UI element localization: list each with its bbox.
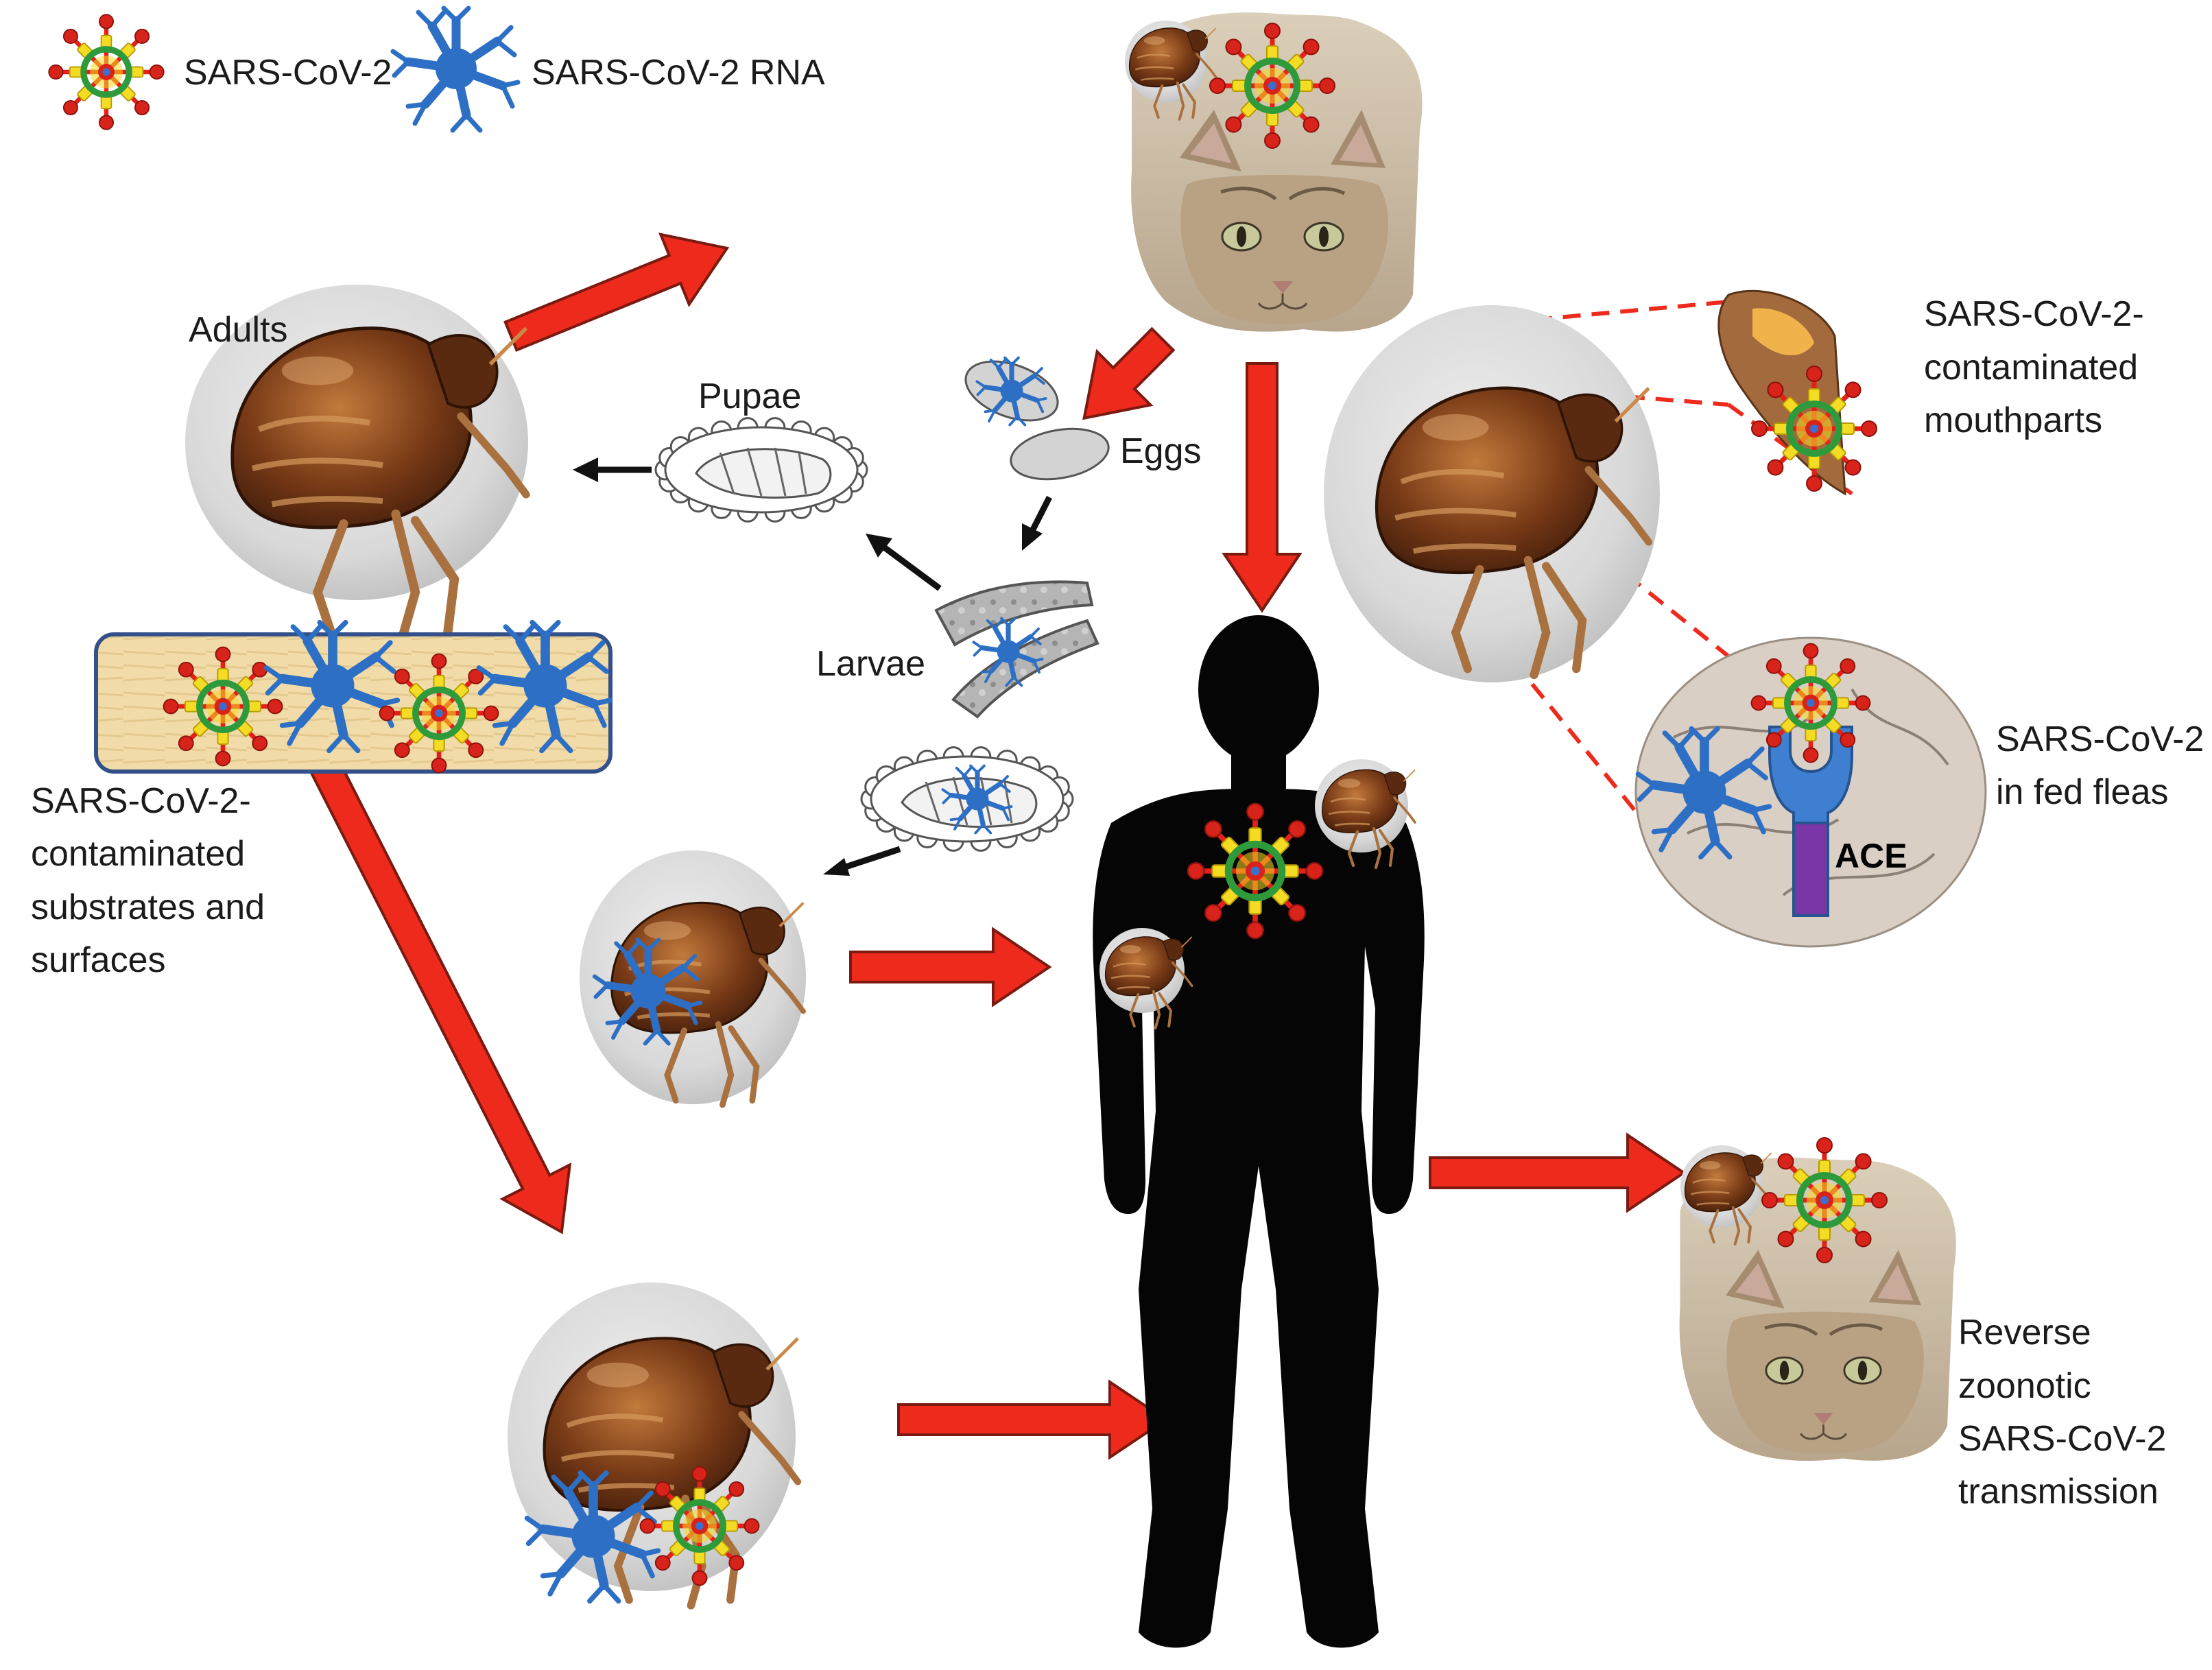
- arrow-human-to-cat: [1429, 1132, 1687, 1213]
- ace-receptor-label: ACE: [1835, 837, 1907, 875]
- rna-flea-rna-icon: [592, 938, 703, 1046]
- legend-rna-icon: [390, 5, 521, 133]
- fed-flea-bubble: [1324, 305, 1660, 682]
- pupa-with-rna-icon: [860, 746, 1074, 852]
- cat-top-virus-icon: [1209, 23, 1335, 149]
- substrate-virus-icon-1: [163, 646, 283, 767]
- cat-top-flea-bubble: [1125, 21, 1217, 121]
- gut-rna-icon: [1635, 726, 1772, 860]
- cat-top: [1131, 12, 1423, 332]
- pupae-label: Pupae: [698, 377, 801, 416]
- substrate-rna-icon-2: [476, 619, 613, 754]
- arrow-adults-to-cat: [503, 232, 730, 352]
- cat-bottom-virus-icon: [1761, 1137, 1888, 1263]
- arrow-flea-to-human-bottom: [897, 1379, 1169, 1460]
- substrate-virus-icon-2: [379, 653, 499, 774]
- larvae-label: Larvae: [816, 644, 925, 684]
- cat-bottom-flea-bubble: [1680, 1145, 1773, 1245]
- human-silhouette-icon: [1093, 615, 1425, 1648]
- arrow-flea-to-human-middle: [849, 927, 1052, 1007]
- larvae-icon: [934, 580, 1099, 719]
- human-shoulder-flea-bubble: [1315, 759, 1416, 870]
- lifecycle-arrows: [573, 457, 1053, 876]
- legend: SARS-CoV-2 SARS-CoV-2 RNA: [48, 5, 825, 133]
- mouthparts-virus-icon: [1751, 366, 1877, 492]
- human-arm-flea-bubble: [1099, 928, 1193, 1029]
- arrow-larvae-to-pupae: [866, 534, 942, 591]
- mouthparts-closeup: [1717, 289, 1877, 496]
- larva-rna-icon: [972, 617, 1044, 687]
- egg-icon: [1010, 427, 1110, 481]
- fed-fleas-label: SARS-CoV-2 in fed fleas: [1996, 719, 2212, 812]
- arrow-substrates-to-flea: [307, 752, 572, 1234]
- bottom-flea-bubble: [508, 1283, 802, 1610]
- reverse-zoonotic-label: Reverse zoonotic SARS-CoV-2 transmission: [1958, 1313, 2176, 1512]
- contaminated-substrate-panel: [94, 619, 613, 774]
- arrow-cat-to-eggs: [1082, 326, 1176, 420]
- eggs-label: Eggs: [1120, 431, 1202, 471]
- rna-flea-bubble: [580, 850, 806, 1108]
- ace-bound-virus-icon: [1750, 643, 1871, 763]
- bottom-flea-virus-icon: [639, 1466, 760, 1586]
- arrow-eggs-to-larvae: [1022, 495, 1053, 551]
- legend-virus-label: SARS-CoV-2: [184, 53, 392, 93]
- substrate-rna-icon-1: [263, 619, 401, 754]
- contaminated-substrates-label: SARS-CoV-2- contaminated substrates and …: [31, 781, 275, 980]
- human-chest-virus-icon: [1187, 802, 1324, 940]
- adults-flea-bubble: [185, 285, 530, 643]
- contaminated-mouthparts-label: SARS-CoV-2- contaminated mouthparts: [1924, 294, 2154, 440]
- adults-label: Adults: [189, 310, 288, 350]
- arrow-cat-to-human: [1222, 362, 1303, 613]
- pupa-icon: [654, 417, 868, 523]
- ace-receptor-icon: [1768, 726, 1853, 917]
- legend-rna-label: SARS-CoV-2 RNA: [532, 53, 825, 93]
- fed-flea-gut-closeup: ACE: [1634, 636, 1987, 948]
- legend-virus-icon: [48, 14, 165, 130]
- egg-with-rna-icon: [964, 356, 1059, 427]
- arrow-pupa-to-rna-flea: [823, 846, 901, 876]
- arrow-pupae-to-adults: [573, 457, 652, 482]
- transmission-arrows: [307, 232, 1687, 1460]
